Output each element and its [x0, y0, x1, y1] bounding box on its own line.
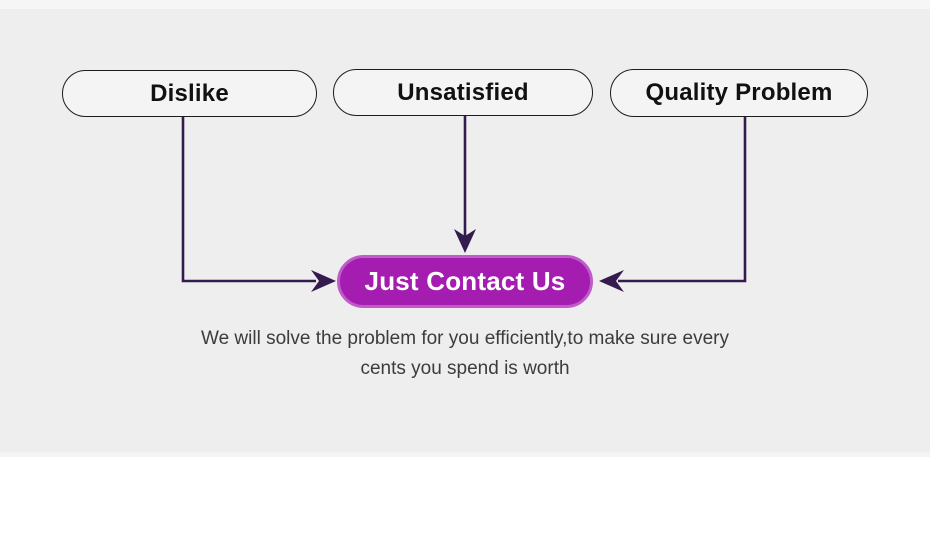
- divider-strip: [0, 452, 930, 457]
- reason-pill-quality-problem: Quality Problem: [610, 69, 868, 117]
- caption-line: We will solve the problem for you effici…: [200, 328, 729, 349]
- reason-pill-unsatisfied: Unsatisfied: [333, 69, 593, 116]
- caption-line: cents you spend is worth: [360, 358, 570, 379]
- reason-label: Dislike: [150, 79, 229, 107]
- bottom-white-band: [0, 457, 930, 541]
- top-strip: [0, 0, 930, 9]
- reason-label: Quality Problem: [645, 79, 833, 106]
- reason-label: Unsatisfied: [397, 78, 529, 106]
- reason-pill-dislike: Dislike: [62, 70, 317, 117]
- caption: We will solve the problem for you effici…: [0, 324, 930, 384]
- cta-label: Just Contact Us: [364, 266, 566, 296]
- just-contact-us-button[interactable]: Just Contact Us: [337, 255, 593, 308]
